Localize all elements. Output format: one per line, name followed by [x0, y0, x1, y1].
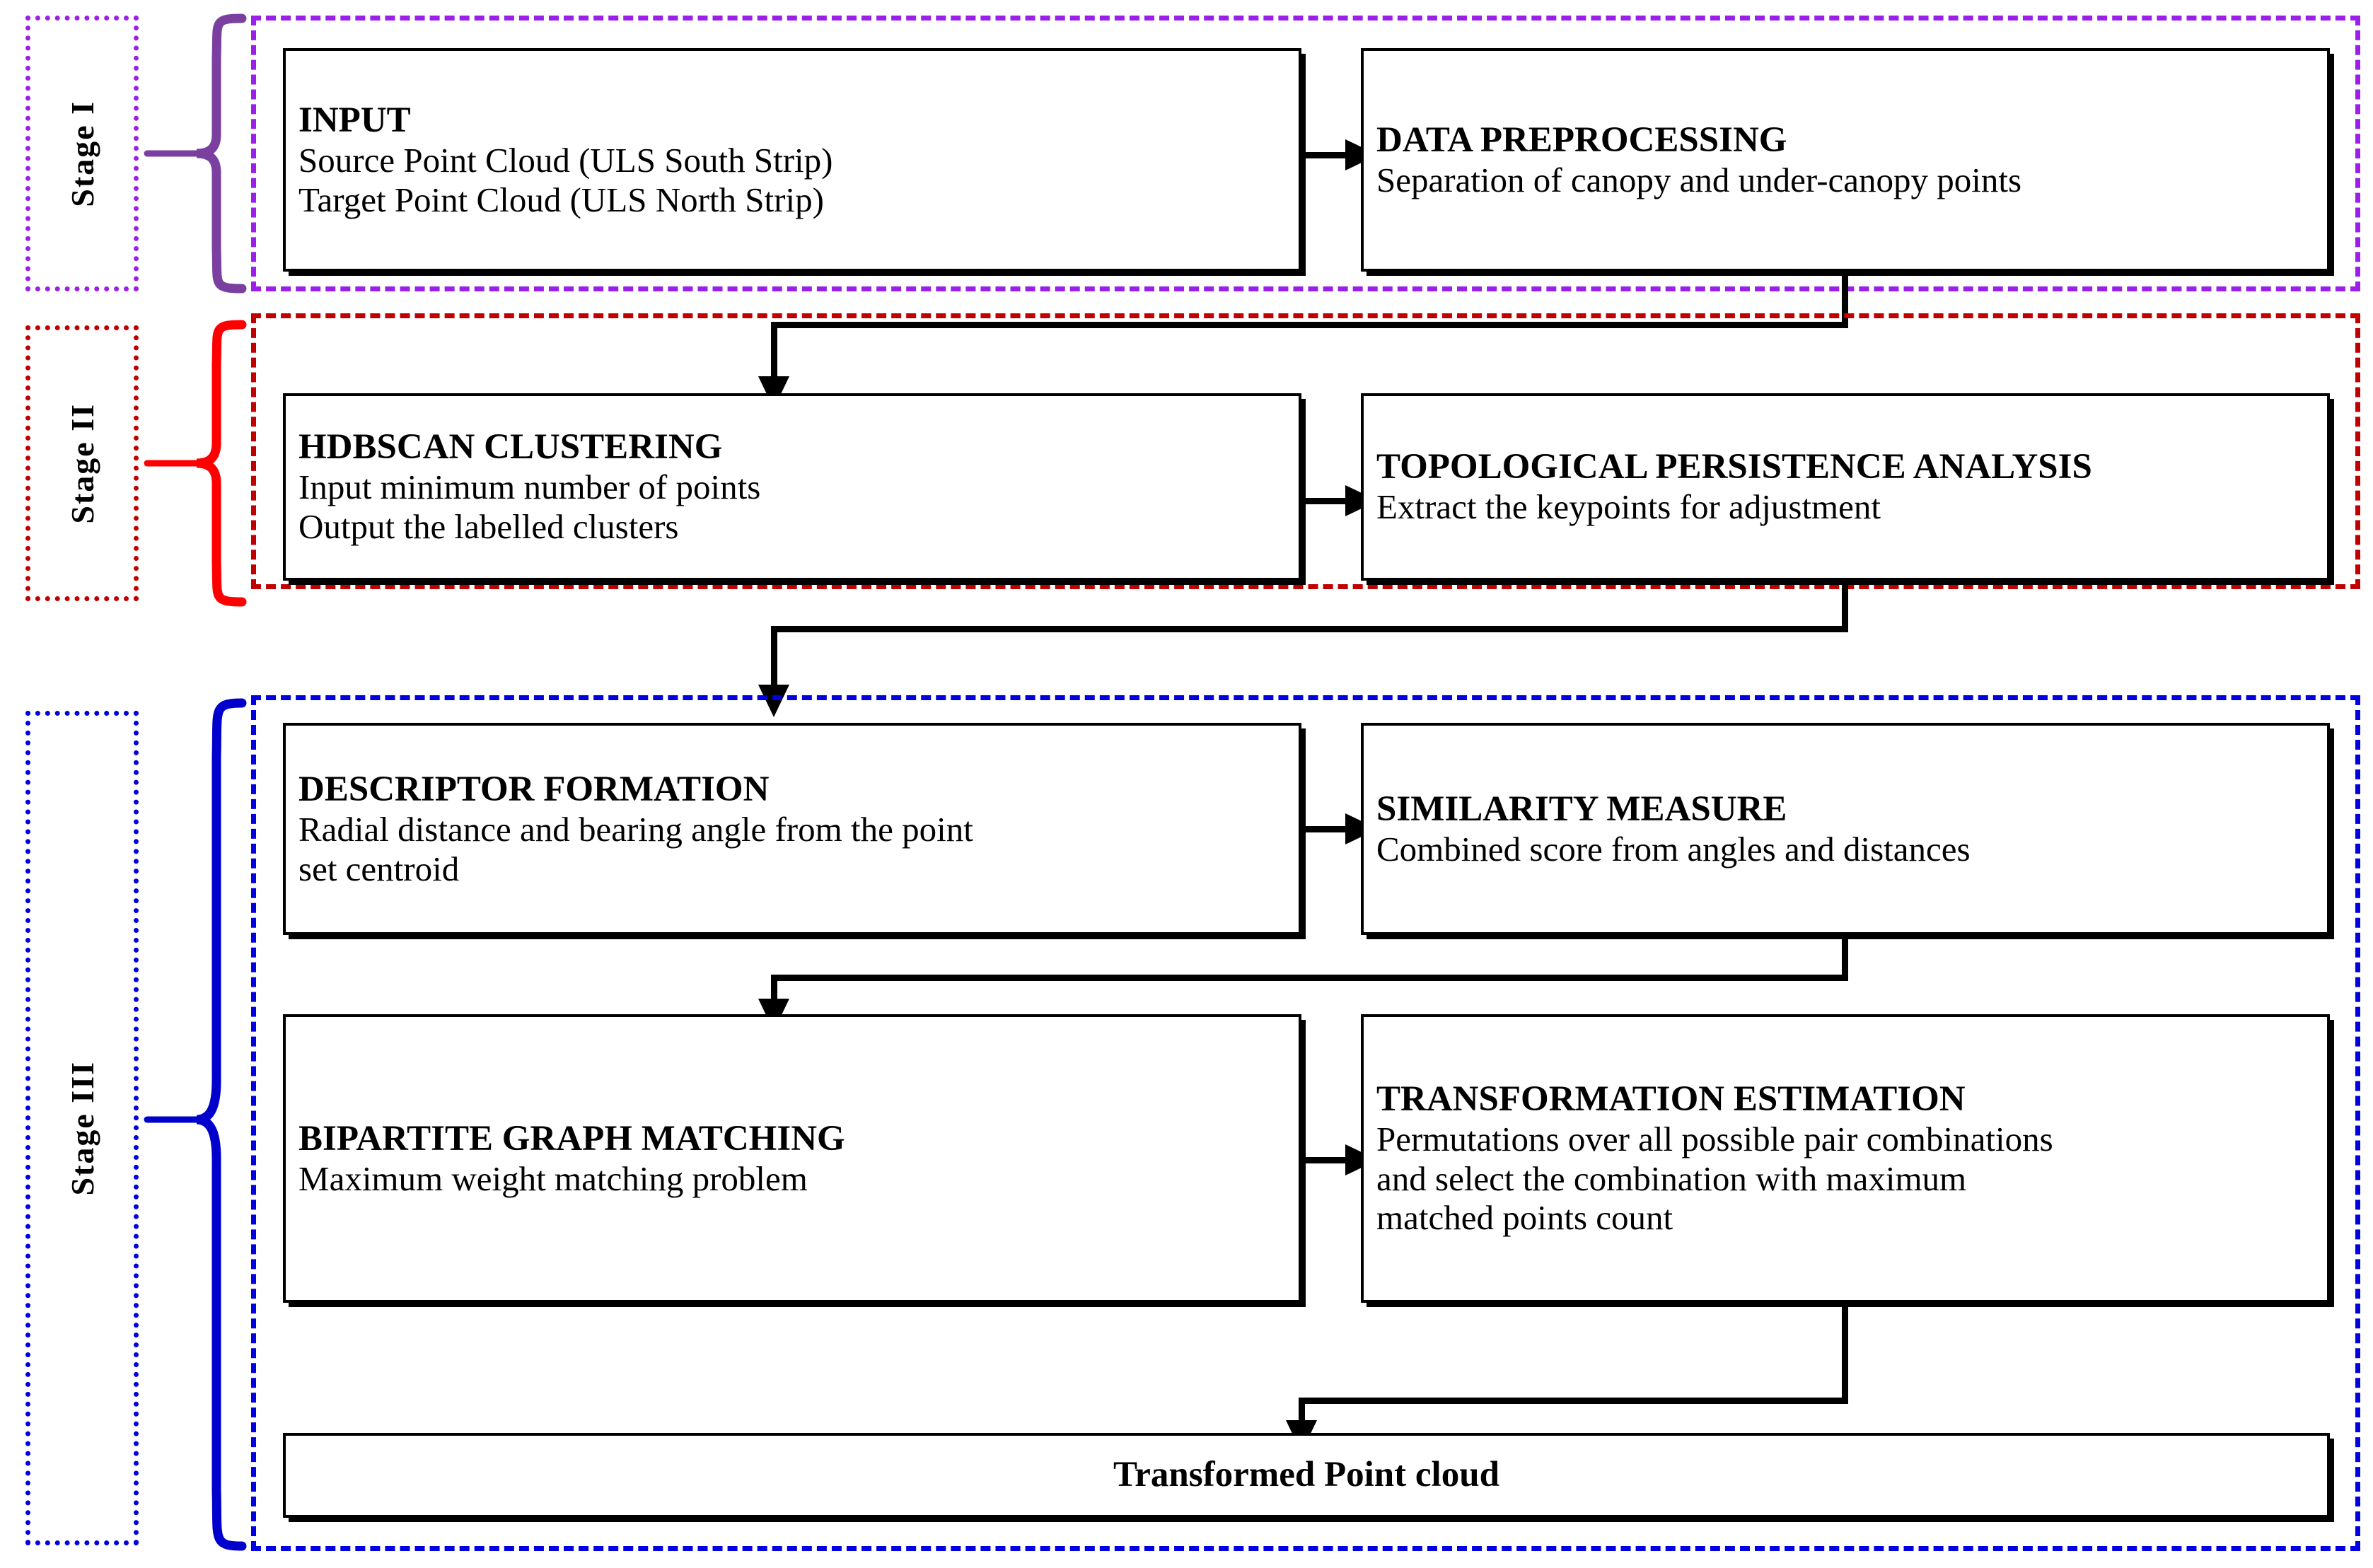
box-descriptor-formation[interactable]: DESCRIPTOR FORMATION Radial distance and… [283, 723, 1301, 935]
box-transformation-estimation-title: TRANSFORMATION ESTIMATION [1376, 1079, 1966, 1119]
connector-s1-s2-horizontal [771, 322, 1848, 328]
box-transformed-point-cloud[interactable]: Transformed Point cloud [283, 1433, 2330, 1518]
connector-sim-bip-horizontal [771, 975, 1848, 981]
box-bipartite-graph-matching-title: BIPARTITE GRAPH MATCHING [298, 1118, 845, 1158]
box-input-title: INPUT [298, 100, 411, 140]
box-hdbscan-clustering-title: HDBSCAN CLUSTERING [298, 427, 723, 468]
box-input-line-1: Source Point Cloud (ULS South Strip) [298, 140, 833, 180]
box-hdbscan-clustering[interactable]: HDBSCAN CLUSTERING Input minimum number … [283, 393, 1301, 581]
connector-s1-s2-down-left [771, 322, 777, 394]
arrowhead-s2-s3 [758, 685, 789, 717]
stage-1-label-chip: Stage I [25, 16, 139, 291]
box-input-line-2: Target Point Cloud (ULS North Strip) [298, 180, 824, 219]
connector-sim-bip-down-right [1842, 935, 1848, 980]
stage-2-label-chip: Stage II [25, 325, 139, 601]
box-hdbscan-clustering-line-1: Input minimum number of points [298, 468, 761, 507]
box-topological-persistence-analysis-line-1: Extract the keypoints for adjustment [1376, 487, 1881, 527]
box-data-preprocessing-line-1: Separation of canopy and under-canopy po… [1376, 160, 2022, 199]
box-similarity-measure-title: SIMILARITY MEASURE [1376, 789, 1787, 829]
connector-final-horizontal [1299, 1398, 1848, 1404]
connector-s1-s2-down-right [1842, 272, 1848, 325]
box-transformation-estimation[interactable]: TRANSFORMATION ESTIMATION Permutations o… [1361, 1014, 2330, 1303]
connector-sim-bip-down-left [771, 975, 777, 1016]
stage-2-label: Stage II [64, 402, 100, 524]
box-transformed-point-cloud-title: Transformed Point cloud [1113, 1455, 1499, 1495]
connector-s2-s3-down-right [1842, 581, 1848, 632]
box-transformation-estimation-line-2: and select the combination with maximum [1376, 1158, 1967, 1198]
box-input[interactable]: INPUT Source Point Cloud (ULS South Stri… [283, 48, 1301, 272]
connector-s2-s3-horizontal [771, 626, 1848, 632]
stage-3-label: Stage III [64, 1060, 100, 1196]
connector-final-down-right [1842, 1303, 1848, 1403]
box-bipartite-graph-matching-line-1: Maximum weight matching problem [298, 1158, 808, 1198]
box-similarity-measure-line-1: Combined score from angles and distances [1376, 829, 1971, 869]
connector-s2-s3-down-left [771, 626, 777, 704]
box-descriptor-formation-title: DESCRIPTOR FORMATION [298, 769, 770, 809]
box-descriptor-formation-line-2: set centroid [298, 849, 460, 888]
box-data-preprocessing-title: DATA PREPROCESSING [1376, 120, 1787, 160]
connector-descriptor-to-similarity [1304, 826, 1375, 832]
box-transformation-estimation-line-3: matched points count [1376, 1198, 1673, 1238]
box-hdbscan-clustering-line-2: Output the labelled clusters [298, 507, 679, 547]
stage-1-brace [144, 13, 247, 294]
stage-1-label: Stage I [64, 100, 100, 207]
box-data-preprocessing[interactable]: DATA PREPROCESSING Separation of canopy … [1361, 48, 2330, 272]
box-bipartite-graph-matching[interactable]: BIPARTITE GRAPH MATCHING Maximum weight … [283, 1014, 1301, 1303]
box-descriptor-formation-line-1: Radial distance and bearing angle from t… [298, 809, 973, 849]
box-topological-persistence-analysis-title: TOPOLOGICAL PERSISTENCE ANALYSIS [1376, 447, 2092, 487]
stage-3-label-chip: Stage III [25, 711, 139, 1545]
box-transformation-estimation-line-1: Permutations over all possible pair comb… [1376, 1119, 2053, 1158]
box-topological-persistence-analysis[interactable]: TOPOLOGICAL PERSISTENCE ANALYSIS Extract… [1361, 393, 2330, 581]
box-similarity-measure[interactable]: SIMILARITY MEASURE Combined score from a… [1361, 723, 2330, 935]
stage-2-brace [144, 320, 247, 607]
connector-final-down-left [1299, 1398, 1305, 1436]
connector-input-to-preprocessing [1304, 152, 1375, 158]
stage-3-brace [144, 698, 247, 1551]
connector-bipartite-to-transformation [1304, 1157, 1375, 1163]
connector-hdbscan-to-topological [1304, 498, 1375, 504]
